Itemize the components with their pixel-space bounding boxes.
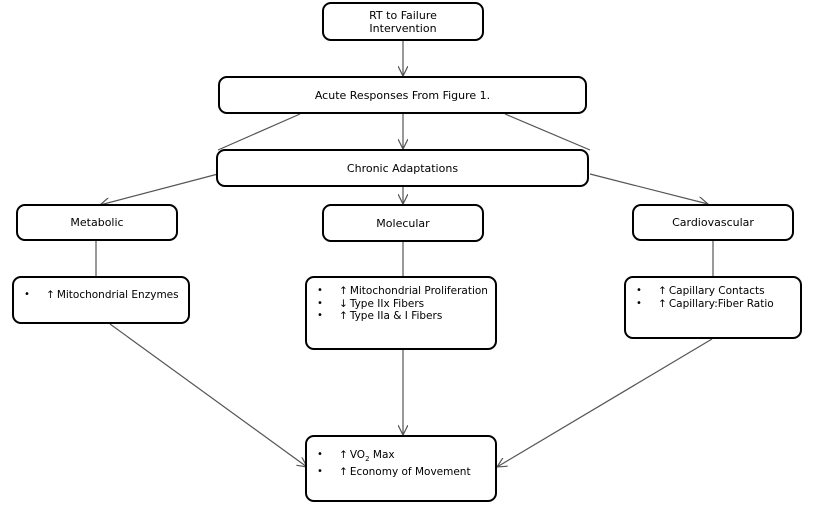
list-item-text: Mitochondrial Proliferation bbox=[349, 285, 488, 297]
metabolic-list-box: • ↑Mitochondrial Enzymes bbox=[12, 276, 190, 324]
list-item-text: Type IIa & I Fibers bbox=[349, 310, 443, 322]
bullet: • bbox=[317, 297, 323, 309]
list-item: • ↑Mitochondrial Proliferation bbox=[317, 285, 489, 298]
down-arrow-icon: ↓ bbox=[339, 297, 348, 310]
chronic-adaptations-box: Chronic Adaptations bbox=[216, 149, 589, 187]
cardiovascular-box: Cardiovascular bbox=[632, 204, 794, 241]
list-item-text: Capillary Contacts bbox=[668, 285, 765, 297]
line-acute-to-chronic-right bbox=[504, 113, 591, 151]
vo2-subscript: 2 bbox=[365, 455, 370, 464]
line-acute-to-chronic-left bbox=[217, 113, 301, 151]
up-arrow-icon: ↑ bbox=[658, 297, 667, 310]
arrow-cardiovascular-list-to-outcome bbox=[497, 338, 713, 467]
list-item: • ↓Type IIx Fibers bbox=[317, 297, 489, 311]
molecular-box: Molecular bbox=[322, 204, 484, 242]
list-item-text: Mitochondrial Enzymes bbox=[56, 289, 179, 301]
bullet: • bbox=[317, 285, 323, 296]
metabolic-box: Metabolic bbox=[16, 204, 178, 241]
list-item: • ↑Mitochondrial Enzymes bbox=[24, 289, 182, 302]
rt-to-failure-line1: RT to Failure bbox=[369, 8, 437, 22]
metabolic-label: Metabolic bbox=[70, 216, 124, 229]
up-arrow-icon: ↑ bbox=[339, 285, 348, 297]
up-arrow-icon: ↑ bbox=[339, 465, 348, 478]
up-arrow-icon: ↑ bbox=[339, 310, 348, 322]
arrow-chronic-to-cardiovascular bbox=[589, 173, 708, 204]
chronic-adaptations-label: Chronic Adaptations bbox=[346, 161, 459, 175]
list-item-text: Capillary:Fiber Ratio bbox=[668, 297, 774, 310]
cardiovascular-label: Cardiovascular bbox=[672, 216, 754, 229]
acute-responses-label: Acute Responses From Figure 1. bbox=[314, 88, 491, 102]
cardiovascular-list-box: • ↑Capillary Contacts • ↑Capillary:Fiber… bbox=[624, 276, 802, 339]
bullet: • bbox=[24, 289, 30, 300]
arrow-metabolic-list-to-outcome bbox=[109, 323, 307, 467]
list-item: • ↑Capillary Contacts bbox=[636, 285, 794, 298]
vo2-text: VO bbox=[349, 449, 366, 461]
molecular-list-box: • ↑Mitochondrial Proliferation • ↓Type I… bbox=[305, 276, 497, 350]
list-item-text: Type IIx Fibers bbox=[349, 297, 425, 310]
list-item: • ↑VO2 Max bbox=[317, 449, 489, 466]
acute-responses-box: Acute Responses From Figure 1. bbox=[218, 76, 587, 114]
outcome-box: • ↑VO2 Max • ↑Economy of Movement bbox=[305, 435, 497, 502]
vo2-max-text: Max bbox=[369, 449, 395, 461]
rt-to-failure-box: RT to Failure Intervention bbox=[322, 2, 484, 41]
bullet: • bbox=[636, 297, 642, 309]
list-item: • ↑Capillary:Fiber Ratio bbox=[636, 297, 794, 311]
bullet: • bbox=[636, 285, 642, 296]
bullet: • bbox=[317, 310, 323, 321]
up-arrow-icon: ↑ bbox=[658, 285, 667, 297]
molecular-label: Molecular bbox=[376, 216, 430, 230]
up-arrow-icon: ↑ bbox=[46, 289, 55, 301]
rt-to-failure-line2: Intervention bbox=[369, 21, 437, 35]
up-arrow-icon: ↑ bbox=[339, 449, 348, 461]
bullet: • bbox=[317, 449, 323, 460]
bullet: • bbox=[317, 465, 323, 477]
list-item: • ↑Type IIa & I Fibers bbox=[317, 310, 489, 323]
arrow-chronic-to-metabolic bbox=[100, 173, 219, 205]
list-item-text: Economy of Movement bbox=[349, 465, 471, 478]
list-item: • ↑Economy of Movement bbox=[317, 465, 489, 479]
